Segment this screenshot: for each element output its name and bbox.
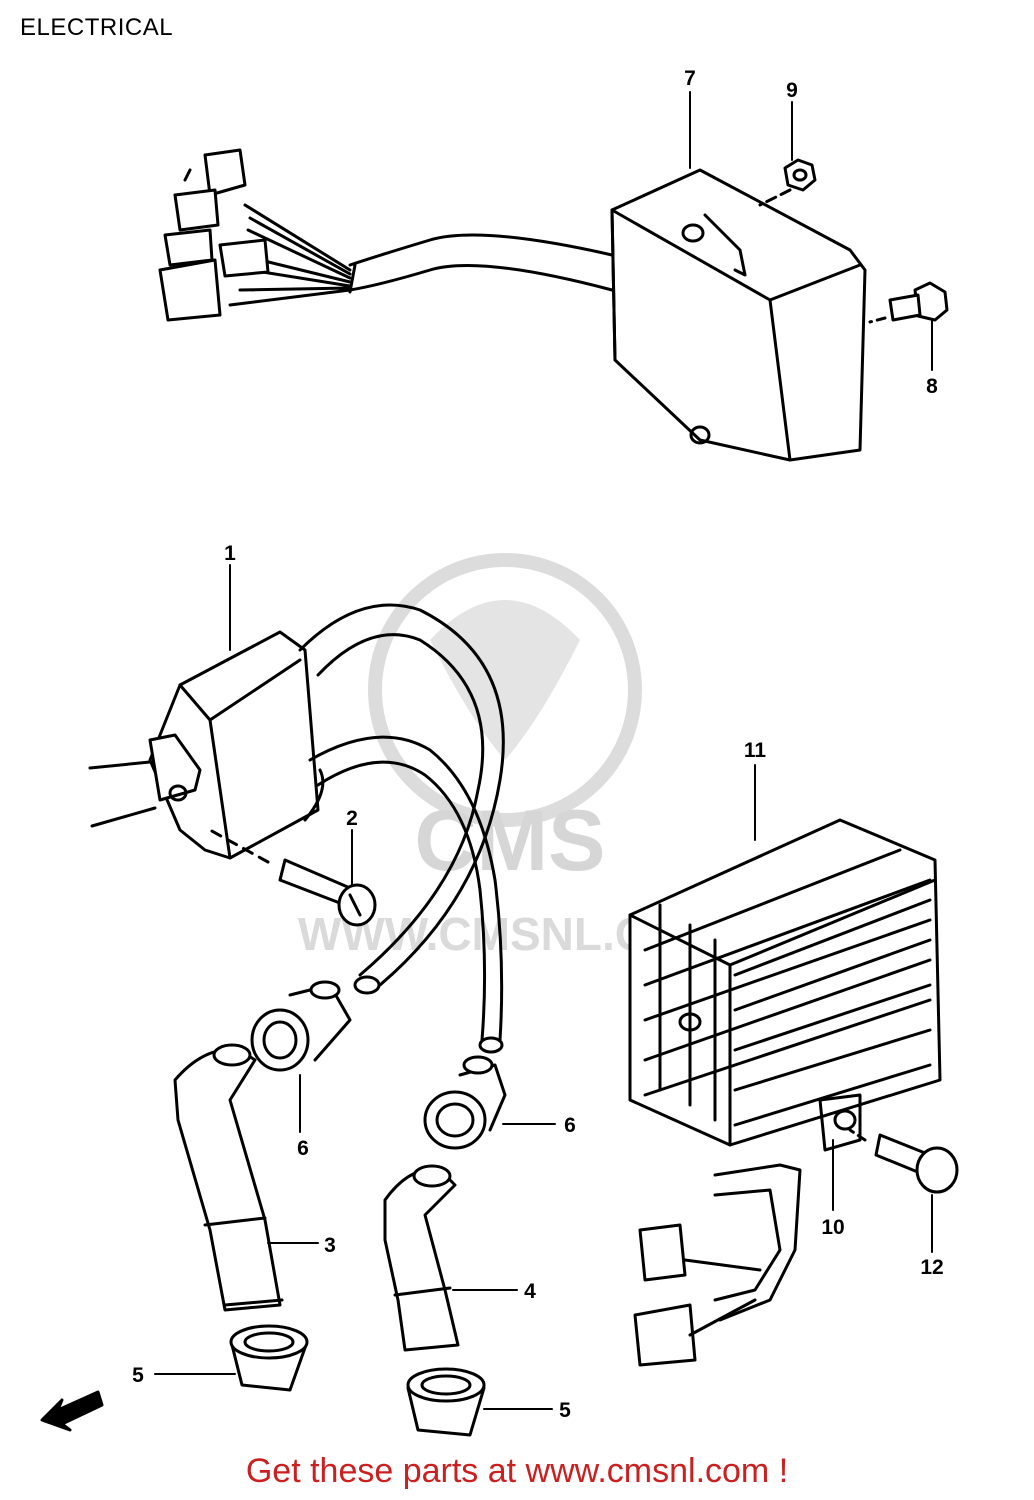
callout-12: 12 bbox=[920, 1256, 943, 1279]
footer-banner[interactable]: Get these parts at www.cmsnl.com ! bbox=[0, 1452, 1034, 1491]
ignition-coil bbox=[88, 603, 505, 1054]
footer-link-text[interactable]: Get these parts at www.cmsnl.com ! bbox=[245, 1452, 789, 1490]
page-title: ELECTRICAL bbox=[20, 14, 174, 41]
seal-part-5-right bbox=[406, 1367, 486, 1437]
cdi-unit bbox=[158, 148, 867, 462]
front-arrow-icon bbox=[40, 1390, 104, 1432]
callout-6-right: 6 bbox=[564, 1114, 576, 1137]
nut-part-9 bbox=[758, 158, 817, 207]
bolt-part-8 bbox=[868, 281, 949, 324]
regulator-rectifier bbox=[628, 818, 942, 1367]
callout-2: 2 bbox=[346, 807, 358, 830]
callout-10: 10 bbox=[821, 1216, 844, 1239]
callout-6-left: 6 bbox=[297, 1137, 309, 1160]
screw-part-2 bbox=[208, 828, 377, 927]
callout-8: 8 bbox=[926, 375, 938, 398]
callout-4: 4 bbox=[524, 1280, 536, 1303]
bolt-part-12 bbox=[848, 1128, 959, 1194]
callout-5-right: 5 bbox=[559, 1399, 571, 1422]
seal-part-5-left bbox=[229, 1324, 309, 1392]
callout-7: 7 bbox=[684, 67, 696, 90]
plug-cap-part-4 bbox=[383, 1164, 460, 1352]
callout-1: 1 bbox=[224, 542, 236, 565]
callout-5-left: 5 bbox=[132, 1364, 144, 1387]
callout-3: 3 bbox=[324, 1234, 336, 1257]
grommet-part-6-right bbox=[423, 1055, 507, 1150]
grommet-part-6-left bbox=[250, 980, 352, 1072]
watermark-logo-ring bbox=[368, 553, 642, 827]
watermark-logo-text: CMS bbox=[414, 793, 605, 889]
leader-lines bbox=[154, 91, 933, 1410]
callout-11: 11 bbox=[744, 739, 767, 762]
callout-9: 9 bbox=[786, 79, 798, 102]
plug-cap-part-3 bbox=[173, 1043, 284, 1312]
